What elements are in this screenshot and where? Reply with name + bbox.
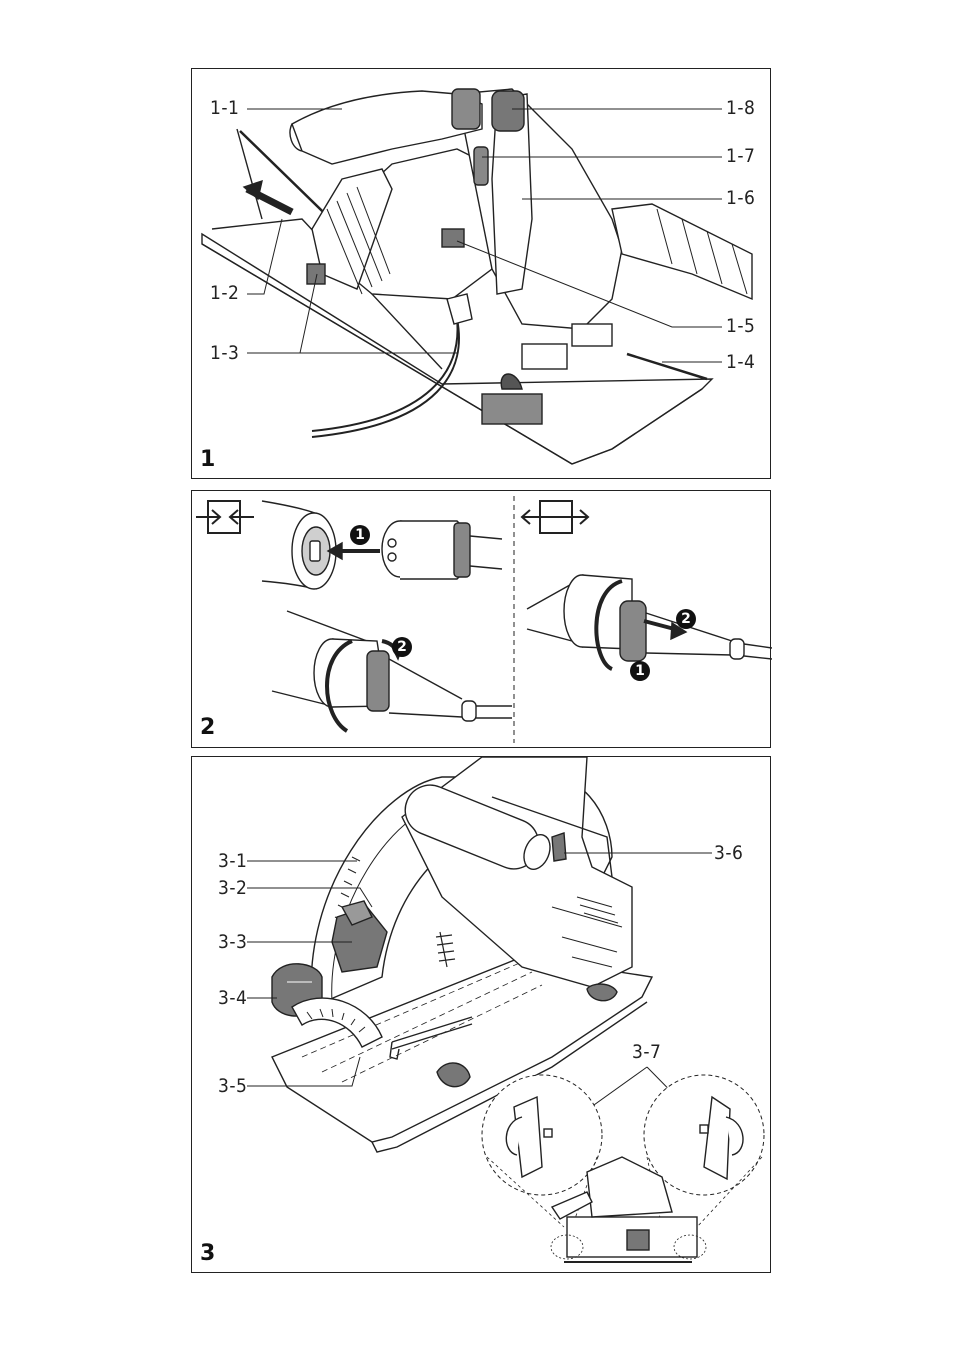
- callout-1-7: 1-7: [726, 145, 756, 167]
- callout-3-4: 3-4: [218, 987, 248, 1009]
- callout-3-5: 3-5: [218, 1075, 248, 1097]
- step-1-marker-right: 1: [630, 661, 650, 681]
- figure-number-3: 3: [200, 1241, 216, 1266]
- bevel-angle-adjustment-drawing: [247, 757, 765, 1263]
- callout-1-4: 1-4: [726, 351, 756, 373]
- circular-saw-on-guide-rail-drawing: [201, 88, 753, 465]
- connect-symbol-icon: [196, 500, 254, 534]
- callout-1-6: 1-6: [726, 187, 756, 209]
- callout-1-8: 1-8: [726, 97, 756, 119]
- power-cord-plug-drawing: [196, 496, 772, 743]
- callout-3-2: 3-2: [218, 877, 248, 899]
- callout-3-7: 3-7: [632, 1041, 662, 1063]
- callout-1-5: 1-5: [726, 315, 756, 337]
- figure-number-2: 2: [200, 715, 216, 740]
- figure-2-panel: 1 2 2 1 2: [191, 490, 772, 748]
- figure-3-panel: 3-1 3-2 3-3 3-4 3-5 3-6 3-7 3: [191, 756, 771, 1273]
- figure-1-panel: 1-1 1-8 1-7 1-6 1-2 1-5 1-3 1-4 1: [191, 68, 771, 479]
- callout-3-1: 3-1: [218, 850, 248, 872]
- callout-1-1: 1-1: [210, 97, 240, 119]
- figure-number-1: 1: [200, 447, 216, 472]
- callout-1-2: 1-2: [210, 282, 240, 304]
- disconnect-symbol-icon: [520, 500, 590, 534]
- callout-3-3: 3-3: [218, 931, 248, 953]
- step-1-marker: 1: [350, 525, 370, 545]
- callout-1-3: 1-3: [210, 342, 240, 364]
- callout-3-6: 3-6: [714, 842, 744, 864]
- step-2-marker-right: 2: [676, 609, 696, 629]
- step-2-marker: 2: [392, 637, 412, 657]
